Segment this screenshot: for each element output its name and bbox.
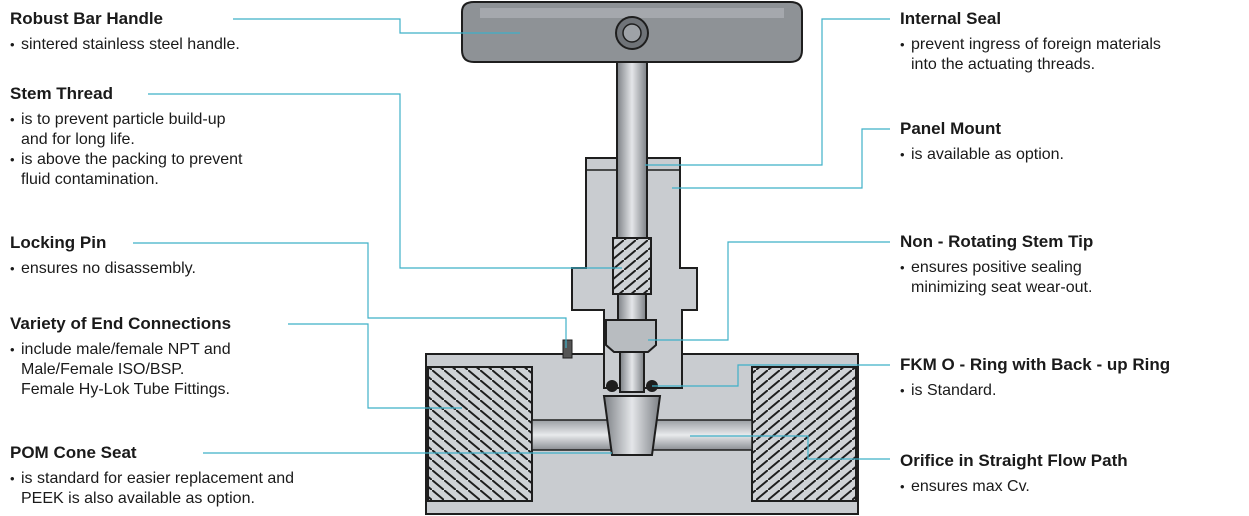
callout-bullet: is Standard. [900,381,1170,401]
bullet-text: sintered stainless steel handle. [21,36,240,53]
bullet-text: is standard for easier replacement and P… [21,470,295,507]
callout-pom-cone-seat: POM Cone Seat is standard for easier rep… [10,443,294,509]
leader-internal-seal [645,18,890,166]
pom-cone-seat [602,395,662,456]
leader-fkm-o-ring [652,364,890,387]
leader-non-rotating-tip [648,241,890,341]
locking-pin [562,339,573,359]
bullet-text: ensures no disassembly. [21,260,196,277]
callout-stem-thread: Stem Thread is to prevent particle build… [10,84,242,190]
leader-stem-thread [148,93,622,269]
callout-bullet: sintered stainless steel handle. [10,35,240,55]
callout-title: Stem Thread [10,84,113,103]
callout-bullet: ensures no disassembly. [10,259,196,279]
bullet-text: include male/female NPT and Male/Female … [21,341,231,398]
leader-end-connections [288,323,462,409]
callout-title: POM Cone Seat [10,443,137,462]
callout-bullet: include male/female NPT and Male/Female … [10,340,231,400]
callout-locking-pin: Locking Pin ensures no disassembly. [10,233,196,279]
bullet-text: ensures positive sealing minimizing seat… [911,259,1093,296]
bullet-text: is available as option. [911,146,1064,163]
callout-bullet: is above the packing to prevent fluid co… [10,150,242,190]
callout-orifice: Orifice in Straight Flow Path ensures ma… [900,451,1128,497]
callout-panel-mount: Panel Mount is available as option. [900,119,1064,165]
callout-internal-seal: Internal Seal prevent ingress of foreign… [900,9,1161,75]
bullet-text: prevent ingress of foreign materials int… [911,36,1161,73]
bullet-text: is above the packing to prevent fluid co… [21,151,243,188]
bullet-text: ensures max Cv. [911,478,1030,495]
callout-bullet: is to prevent particle build-up and for … [10,110,242,150]
callout-bullet: is available as option. [900,145,1064,165]
bullet-text: is to prevent particle build-up and for … [21,111,226,148]
callout-title: Robust Bar Handle [10,9,164,28]
callout-bullet: ensures max Cv. [900,477,1128,497]
callout-bullet: ensures positive sealing minimizing seat… [900,258,1093,298]
end-connection-left [427,366,533,502]
callout-bullet: is standard for easier replacement and P… [10,469,294,509]
non-rotating-stem-tip [605,319,657,353]
callout-fkm-o-ring: FKM O - Ring with Back - up Ring is Stan… [900,355,1170,401]
callout-title: Non - Rotating Stem Tip [900,232,1094,251]
stem-thread [612,237,652,295]
leader-robust-bar-handle [233,18,520,34]
stem [602,51,662,456]
callout-title: Locking Pin [10,233,107,252]
callout-title: Variety of End Connections [10,314,232,333]
fkm-o-ring [606,380,618,392]
leader-orifice [690,435,890,460]
callout-title: Internal Seal [900,9,1002,28]
leader-lines [133,18,890,460]
end-connection-right [751,366,857,502]
callout-bullet: prevent ingress of foreign materials int… [900,35,1161,75]
bar-handle [461,1,803,63]
callout-title: Panel Mount [900,119,1002,138]
leader-locking-pin [133,242,567,348]
leader-panel-mount [672,128,890,189]
callout-non-rotating-stem-tip: Non - Rotating Stem Tip ensures positive… [900,232,1093,298]
callout-title: FKM O - Ring with Back - up Ring [900,355,1171,374]
bullet-text: is Standard. [911,382,997,399]
callout-end-connections: Variety of End Connections include male/… [10,314,231,400]
callout-robust-bar-handle: Robust Bar Handle sintered stainless ste… [10,9,240,55]
callout-title: Orifice in Straight Flow Path [900,451,1128,470]
